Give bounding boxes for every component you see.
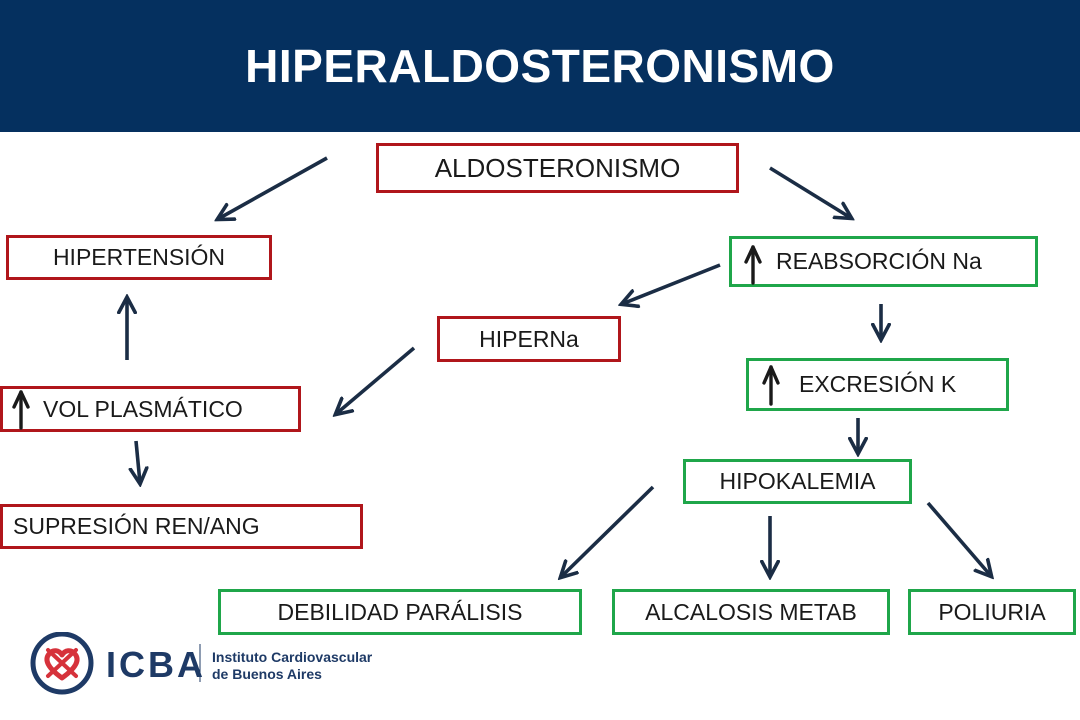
logo-line2: de Buenos Aires <box>212 666 322 682</box>
node-debilidad-label: DEBILIDAD PARÁLISIS <box>277 598 523 625</box>
node-hiperna: HIPERNa <box>437 316 621 362</box>
node-reabsorcion: REABSORCIÓN Na <box>729 236 1038 287</box>
heart-emblem-icon <box>30 631 94 695</box>
node-hiperna-label: HIPERNa <box>479 325 579 352</box>
arrow-aldo-to-hipertension <box>218 156 328 219</box>
node-supresion: SUPRESIÓN REN/ANG <box>0 504 363 549</box>
up-arrow-icon <box>744 245 762 285</box>
up-arrow-icon <box>12 390 30 430</box>
arrow-hipokalemia-to-debilidad <box>561 485 655 577</box>
logo-acronym: ICBA <box>106 644 206 685</box>
node-hipertension-label: HIPERTENSIÓN <box>52 244 226 270</box>
node-vol-plasmatico: VOL PLASMÁTICO <box>0 386 301 432</box>
node-vol-plasmatico-label: VOL PLASMÁTICO <box>43 395 243 422</box>
node-poliuria-label: POLIURIA <box>938 598 1046 625</box>
node-aldosteronismo: ALDOSTERONISMO <box>376 143 739 193</box>
node-poliuria: POLIURIA <box>908 589 1076 635</box>
node-alcalosis-label: ALCALOSIS METAB <box>645 598 857 625</box>
logo-line1: Instituto Cardiovascular <box>212 649 373 665</box>
title-text: HIPERALDOSTERONISMO <box>245 40 835 92</box>
arrow-vol-to-supresion <box>136 440 140 483</box>
title-banner <box>0 0 1080 132</box>
arrow-aldo-to-reabsorcion <box>769 166 851 218</box>
node-excrecion-label: EXCRESIÓN K <box>799 371 957 397</box>
page-title: HIPERALDOSTERONISMO <box>0 0 1080 132</box>
node-debilidad: DEBILIDAD PARÁLISIS <box>218 589 582 635</box>
node-hipokalemia: HIPOKALEMIA <box>683 459 912 504</box>
node-hipertension: HIPERTENSIÓN <box>6 235 272 280</box>
node-supresion-label: SUPRESIÓN REN/ANG <box>13 513 260 539</box>
icba-logo-graphic: ICBA Instituto Cardiovascular de Buenos … <box>30 631 373 695</box>
arrow-hipokalemia-to-poliuria <box>926 501 991 576</box>
node-reabsorcion-label: REABSORCIÓN Na <box>776 248 982 274</box>
node-alcalosis: ALCALOSIS METAB <box>612 589 890 635</box>
node-excrecion: EXCRESIÓN K <box>746 358 1009 411</box>
arrow-reabsorcion-to-hiperna <box>622 263 721 304</box>
arrow-hiperna-to-vol <box>336 346 416 414</box>
up-arrow-icon <box>762 365 780 406</box>
icba-logo: ICBA Instituto Cardiovascular de Buenos … <box>30 631 380 701</box>
node-aldosteronismo-label: ALDOSTERONISMO <box>434 152 681 183</box>
node-hipokalemia-label: HIPOKALEMIA <box>719 468 876 494</box>
